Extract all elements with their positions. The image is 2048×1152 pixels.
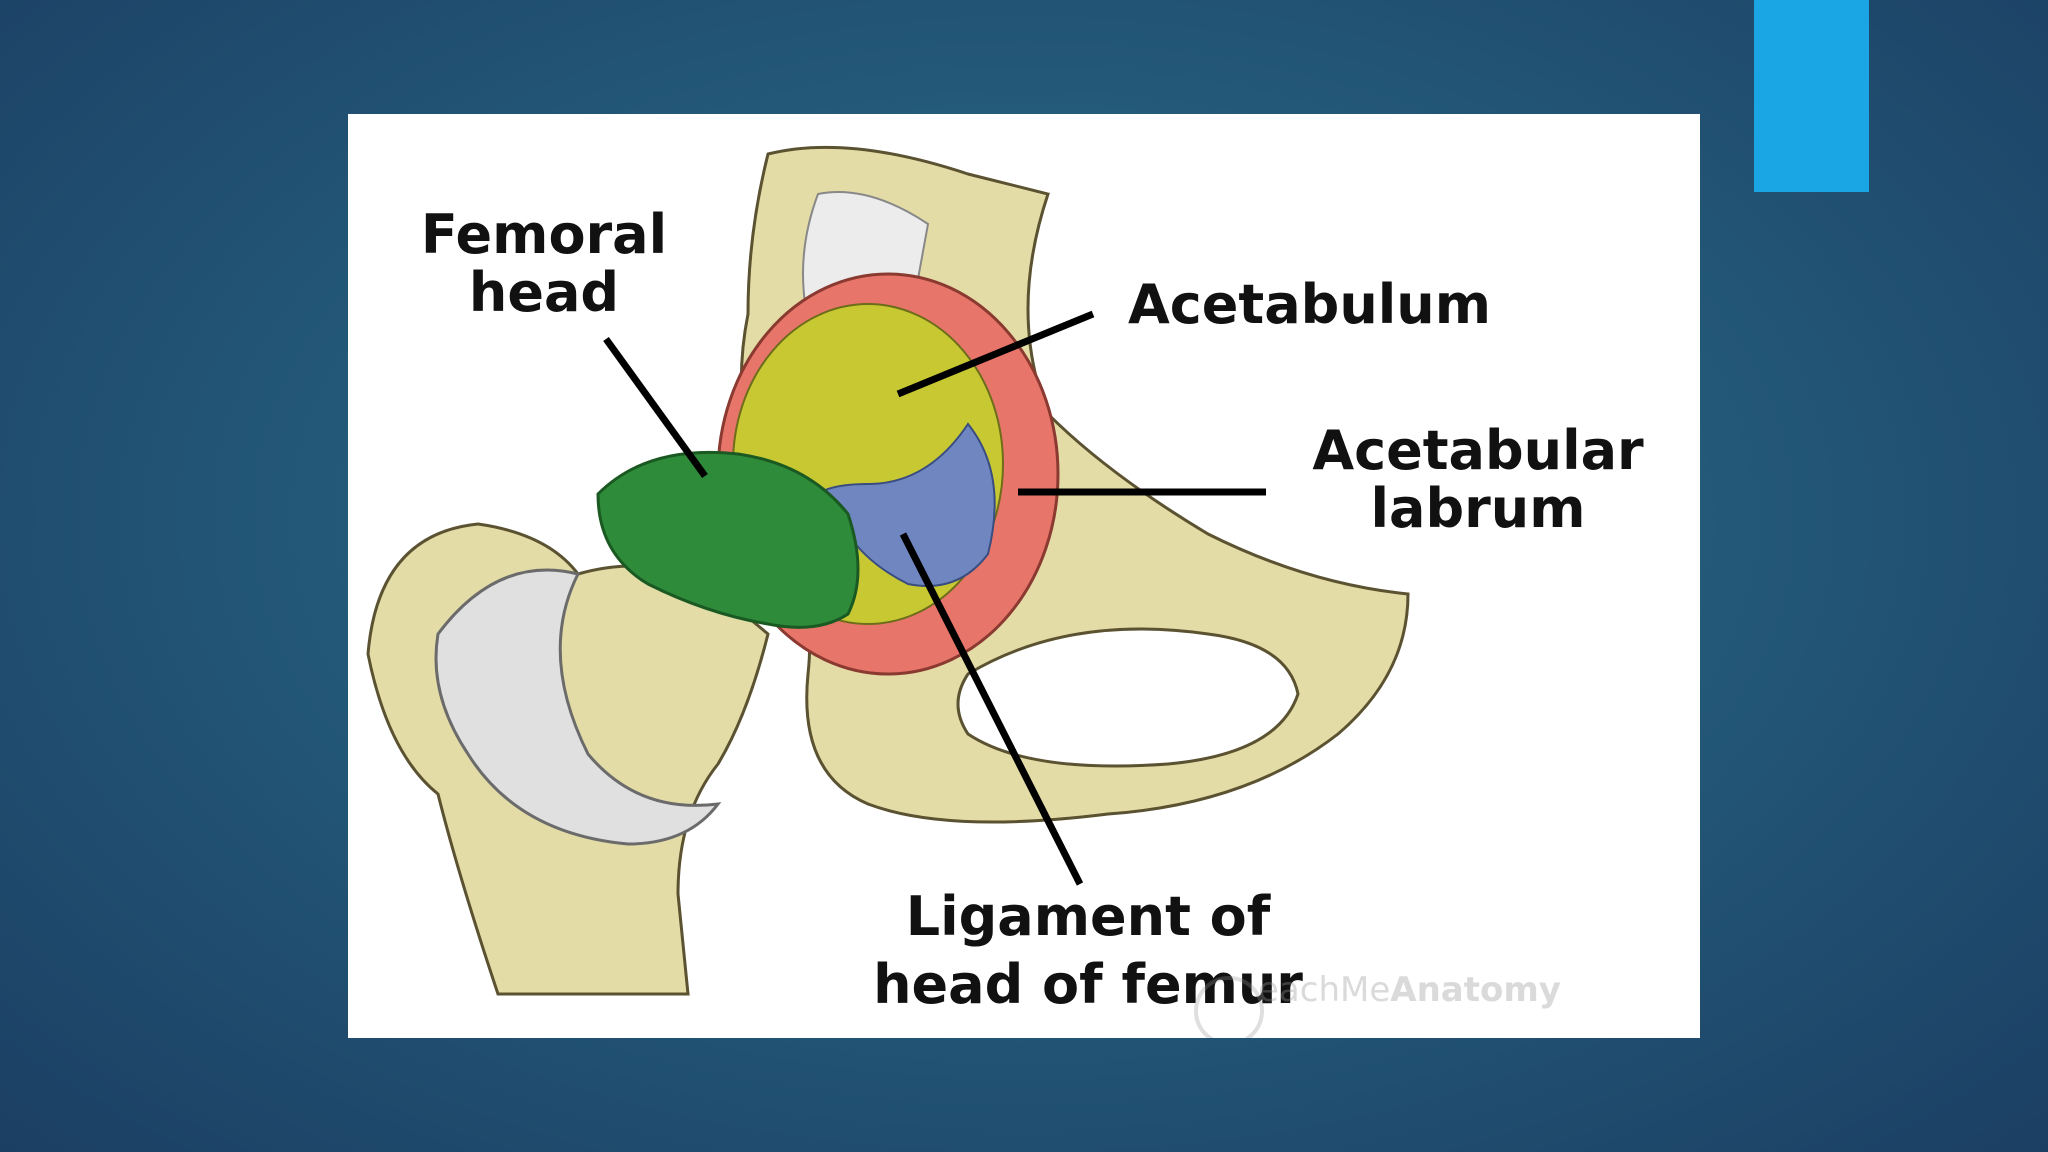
watermark-text: eachMeAnatomy <box>1258 970 1561 1010</box>
label-acetabular-labrum-line1: Acetabular <box>1312 419 1644 482</box>
hip-joint-illustration <box>366 145 1410 996</box>
femoral-head-leader <box>603 336 708 479</box>
obturator-foramen <box>956 627 1300 768</box>
label-femoral-head-line1: Femoral <box>420 203 668 266</box>
watermark-middle: Me <box>1340 970 1391 1010</box>
hip-joint-figure: Femoral head Acetabulum Acetabular labru… <box>348 114 1700 1038</box>
watermark-brand: Anatomy <box>1390 970 1561 1010</box>
ligament-leader <box>899 532 1084 886</box>
label-femoral-head-line2: head <box>468 261 620 324</box>
label-acetabular-labrum: Acetabular labrum <box>1278 422 1678 538</box>
femoral-head-shape <box>596 450 860 629</box>
watermark-logo-icon <box>1194 976 1264 1038</box>
label-acetabular-labrum-line2: labrum <box>1370 477 1586 540</box>
joint-capsule <box>434 568 722 846</box>
acetabulum-leader <box>896 310 1095 398</box>
watermark-prefix: each <box>1258 970 1340 1010</box>
label-ligament-line1: Ligament of <box>905 885 1271 948</box>
slide-accent-tab <box>1754 0 1869 192</box>
label-femoral-head: Femoral head <box>348 206 740 322</box>
label-acetabulum: Acetabulum <box>1128 273 1491 336</box>
